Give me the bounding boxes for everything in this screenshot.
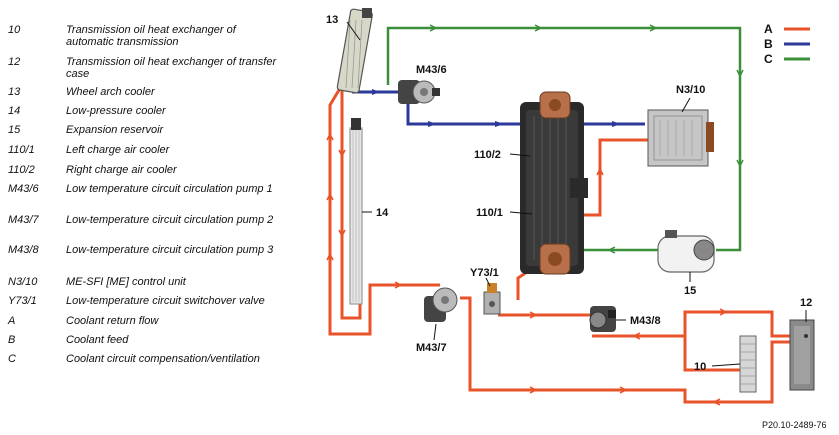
compensation-flow-arrows (429, 24, 744, 254)
leader-n3-10 (681, 97, 691, 113)
leader-13 (346, 21, 361, 41)
legend-code: 10 (8, 24, 21, 36)
legend-desc: Coolant feed (66, 334, 129, 346)
legend-code: 14 (8, 105, 21, 117)
label-n3-10: N3/10 (676, 84, 705, 96)
legend-code: C (8, 353, 16, 365)
transfer-case-heat-exchanger (789, 319, 815, 391)
low-pressure-cooler (349, 118, 363, 305)
key-letter-b: B (764, 37, 773, 51)
legend-desc: ME-SFI [ME] control unit (66, 276, 186, 288)
key-letter-c: C (764, 52, 773, 66)
legend-desc: Transmission oil heat exchanger of autom… (66, 24, 236, 48)
legend-code: 110/2 (8, 164, 35, 176)
label-110-2: 110/2 (474, 149, 501, 161)
charge-air-cooler-assembly (520, 91, 588, 275)
legend-desc: Low-temperature circuit switchover valve (66, 295, 265, 307)
color-key: A B C (764, 22, 810, 66)
label-110-1: 110/1 (476, 207, 503, 219)
legend-code: B (8, 334, 16, 346)
legend-code: M43/8 (8, 244, 39, 256)
label-12: 12 (800, 297, 812, 309)
legend-code: 13 (8, 86, 21, 98)
legend-code: 110/1 (8, 144, 35, 156)
legend-desc: Coolant return flow (66, 315, 159, 327)
label-10: 10 (694, 361, 706, 373)
legend-desc: Low-temperature circuit circulation pump… (66, 214, 274, 226)
switchover-valve (483, 283, 501, 315)
key-letter-a: A (764, 22, 773, 36)
leader-10 (711, 363, 741, 367)
legend-code: 15 (8, 124, 21, 136)
reference-number: P20.10-2489-76 (762, 420, 827, 430)
legend-code: A (8, 315, 16, 327)
label-m43-8: M43/8 (630, 315, 661, 327)
label-14: 14 (376, 207, 389, 219)
legend-code: M43/6 (8, 183, 39, 195)
legend-desc: Left charge air cooler (66, 144, 170, 156)
legend-code: 12 (8, 56, 21, 68)
label-13: 13 (326, 14, 338, 26)
control-unit (647, 109, 714, 167)
legend-desc: Wheel arch cooler (66, 86, 155, 98)
legend-desc: Low temperature circuit circulation pump… (66, 183, 273, 195)
transmission-heat-exchanger (739, 335, 757, 393)
legend-code: Y73/1 (8, 295, 37, 307)
leader-y73-1 (485, 277, 491, 287)
return-flow-arrows (326, 132, 728, 406)
wheel-arch-cooler (336, 8, 373, 94)
legend-code: N3/10 (8, 276, 38, 288)
legend-desc: Expansion reservoir (66, 124, 164, 136)
legend-desc: Right charge air cooler (66, 164, 177, 176)
label-m43-6: M43/6 (416, 64, 447, 76)
circulation-pump-2 (424, 287, 458, 322)
legend-desc: Low-temperature circuit circulation pump… (66, 244, 274, 256)
leader-110-1 (509, 211, 533, 215)
circulation-pump-3 (589, 306, 616, 332)
legend-desc: Coolant circuit compensation/ventilation (66, 353, 260, 365)
legend-desc: Transmission oil heat exchanger of trans… (66, 56, 277, 80)
legend-desc: Low-pressure cooler (66, 105, 166, 117)
label-y73-1: Y73/1 (470, 267, 499, 279)
leader-110-2 (509, 153, 531, 157)
circulation-pump-1 (398, 80, 440, 104)
leader-m43-7 (433, 323, 437, 341)
expansion-reservoir (657, 230, 715, 273)
legend-code: M43/7 (8, 214, 39, 226)
label-m43-7: M43/7 (416, 342, 447, 354)
label-15: 15 (684, 285, 696, 297)
